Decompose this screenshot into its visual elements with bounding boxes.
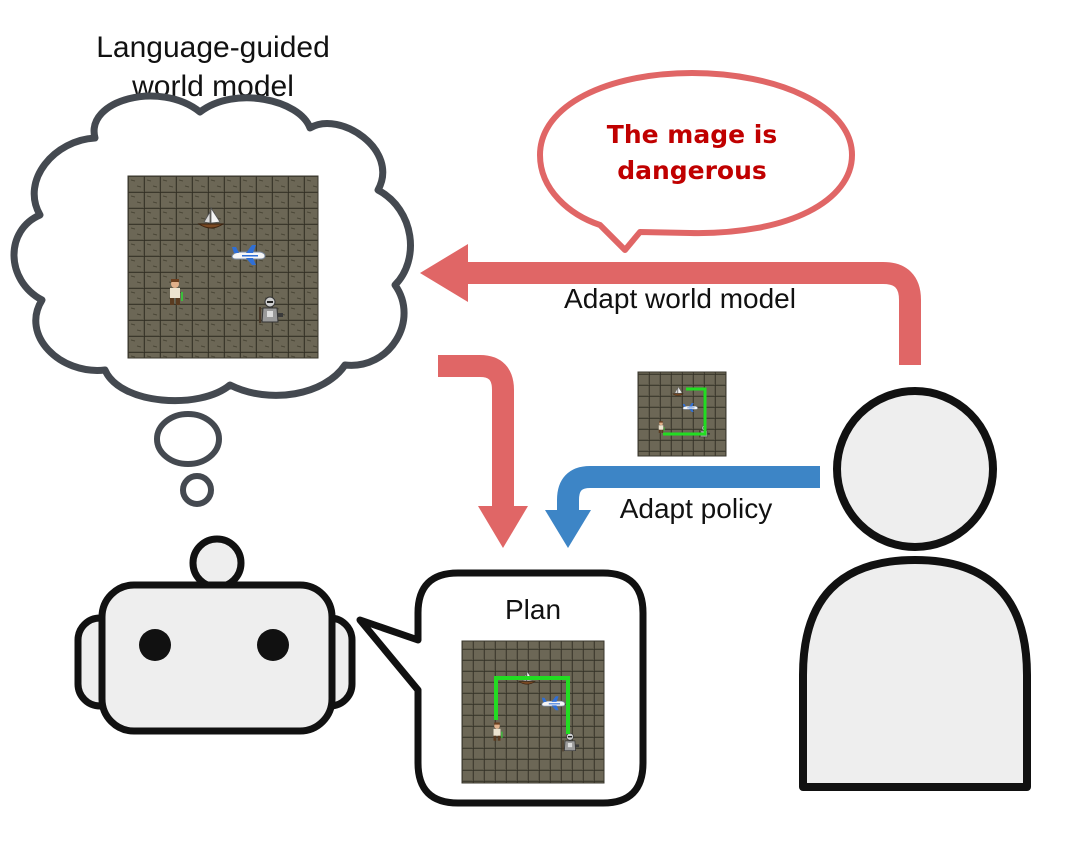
human-body: [799, 556, 1031, 791]
human-head: [833, 387, 997, 551]
plan-grid-background: [461, 640, 605, 784]
demo-grid-background: [637, 371, 727, 457]
robot-left-eye: [139, 629, 171, 661]
robot-antenna: [189, 535, 245, 591]
world-model-grid: [127, 175, 319, 359]
robot-head: [98, 581, 336, 735]
grid-background: [127, 175, 319, 359]
speech-bubble: The mage is dangerous: [537, 70, 855, 253]
thought-bubble-small: [180, 473, 214, 507]
speech-line1: The mage is: [607, 120, 777, 149]
robot-icon: [74, 535, 356, 735]
world-model-to-plan-arrow: [438, 355, 528, 548]
plan-path: [494, 676, 570, 734]
world-model-title-line1: Language-guided: [96, 31, 330, 64]
human-icon: [799, 387, 1031, 791]
adapt-world-model-label: Adapt world model: [564, 283, 796, 314]
demo-path: [663, 387, 707, 436]
robot-right-eye: [257, 629, 289, 661]
speech-line2: dangerous: [617, 156, 767, 185]
plan-bubble: Plan: [356, 569, 647, 807]
adapt-world-model-arrow: [420, 244, 921, 365]
demonstration-grid: [637, 371, 727, 457]
adapt-policy-label: Adapt policy: [620, 493, 773, 524]
speech-bubble-outline: [537, 70, 855, 253]
plan-title: Plan: [505, 594, 561, 625]
thought-bubble-medium: [154, 411, 222, 467]
adapt-policy-arrow: [545, 466, 820, 548]
